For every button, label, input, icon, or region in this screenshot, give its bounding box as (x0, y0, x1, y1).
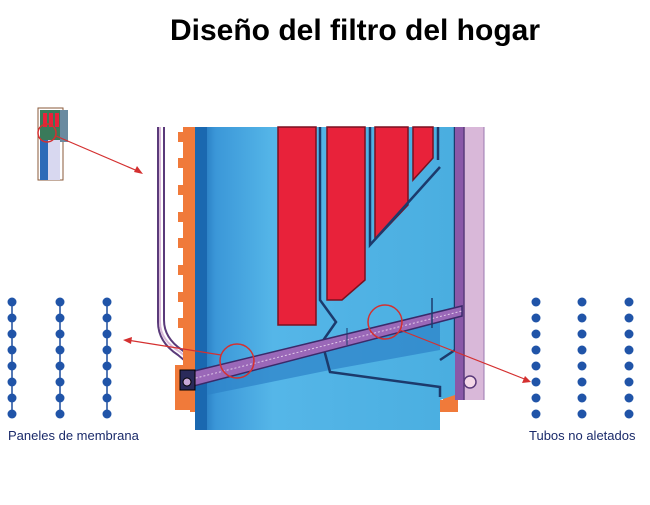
outer-wall-tube (157, 127, 191, 366)
rear-header (463, 375, 477, 389)
left-annotation-arrowhead (123, 337, 132, 344)
tube-bank-2 (326, 126, 366, 301)
membrane-highlight-circle (219, 343, 255, 379)
boiler-thumbnail-icon (37, 107, 68, 181)
rear-wall (455, 127, 464, 400)
tube-bank-1 (277, 126, 317, 326)
zoom-arrowhead (134, 166, 143, 174)
bare-tube-highlight-circle (367, 304, 403, 340)
right-annotation-line (399, 329, 528, 381)
zoom-pointer-arrow (55, 135, 141, 173)
rear-wall-lining (464, 127, 484, 400)
right-annotation-arrowhead (522, 376, 531, 383)
membrane-tubes (7, 297, 112, 419)
membrane-panels-caption: Paneles de membrana (8, 428, 139, 443)
tube-banks (277, 126, 434, 326)
page-title: Diseño del filtro del hogar (169, 14, 541, 47)
thumbnail-highlight-circle (37, 123, 57, 143)
bare-tubes-caption: Tubos no aletados (529, 428, 636, 443)
tube-bank-4 (412, 126, 434, 182)
bare-tubes (531, 297, 634, 419)
left-annotation-line (126, 339, 222, 356)
